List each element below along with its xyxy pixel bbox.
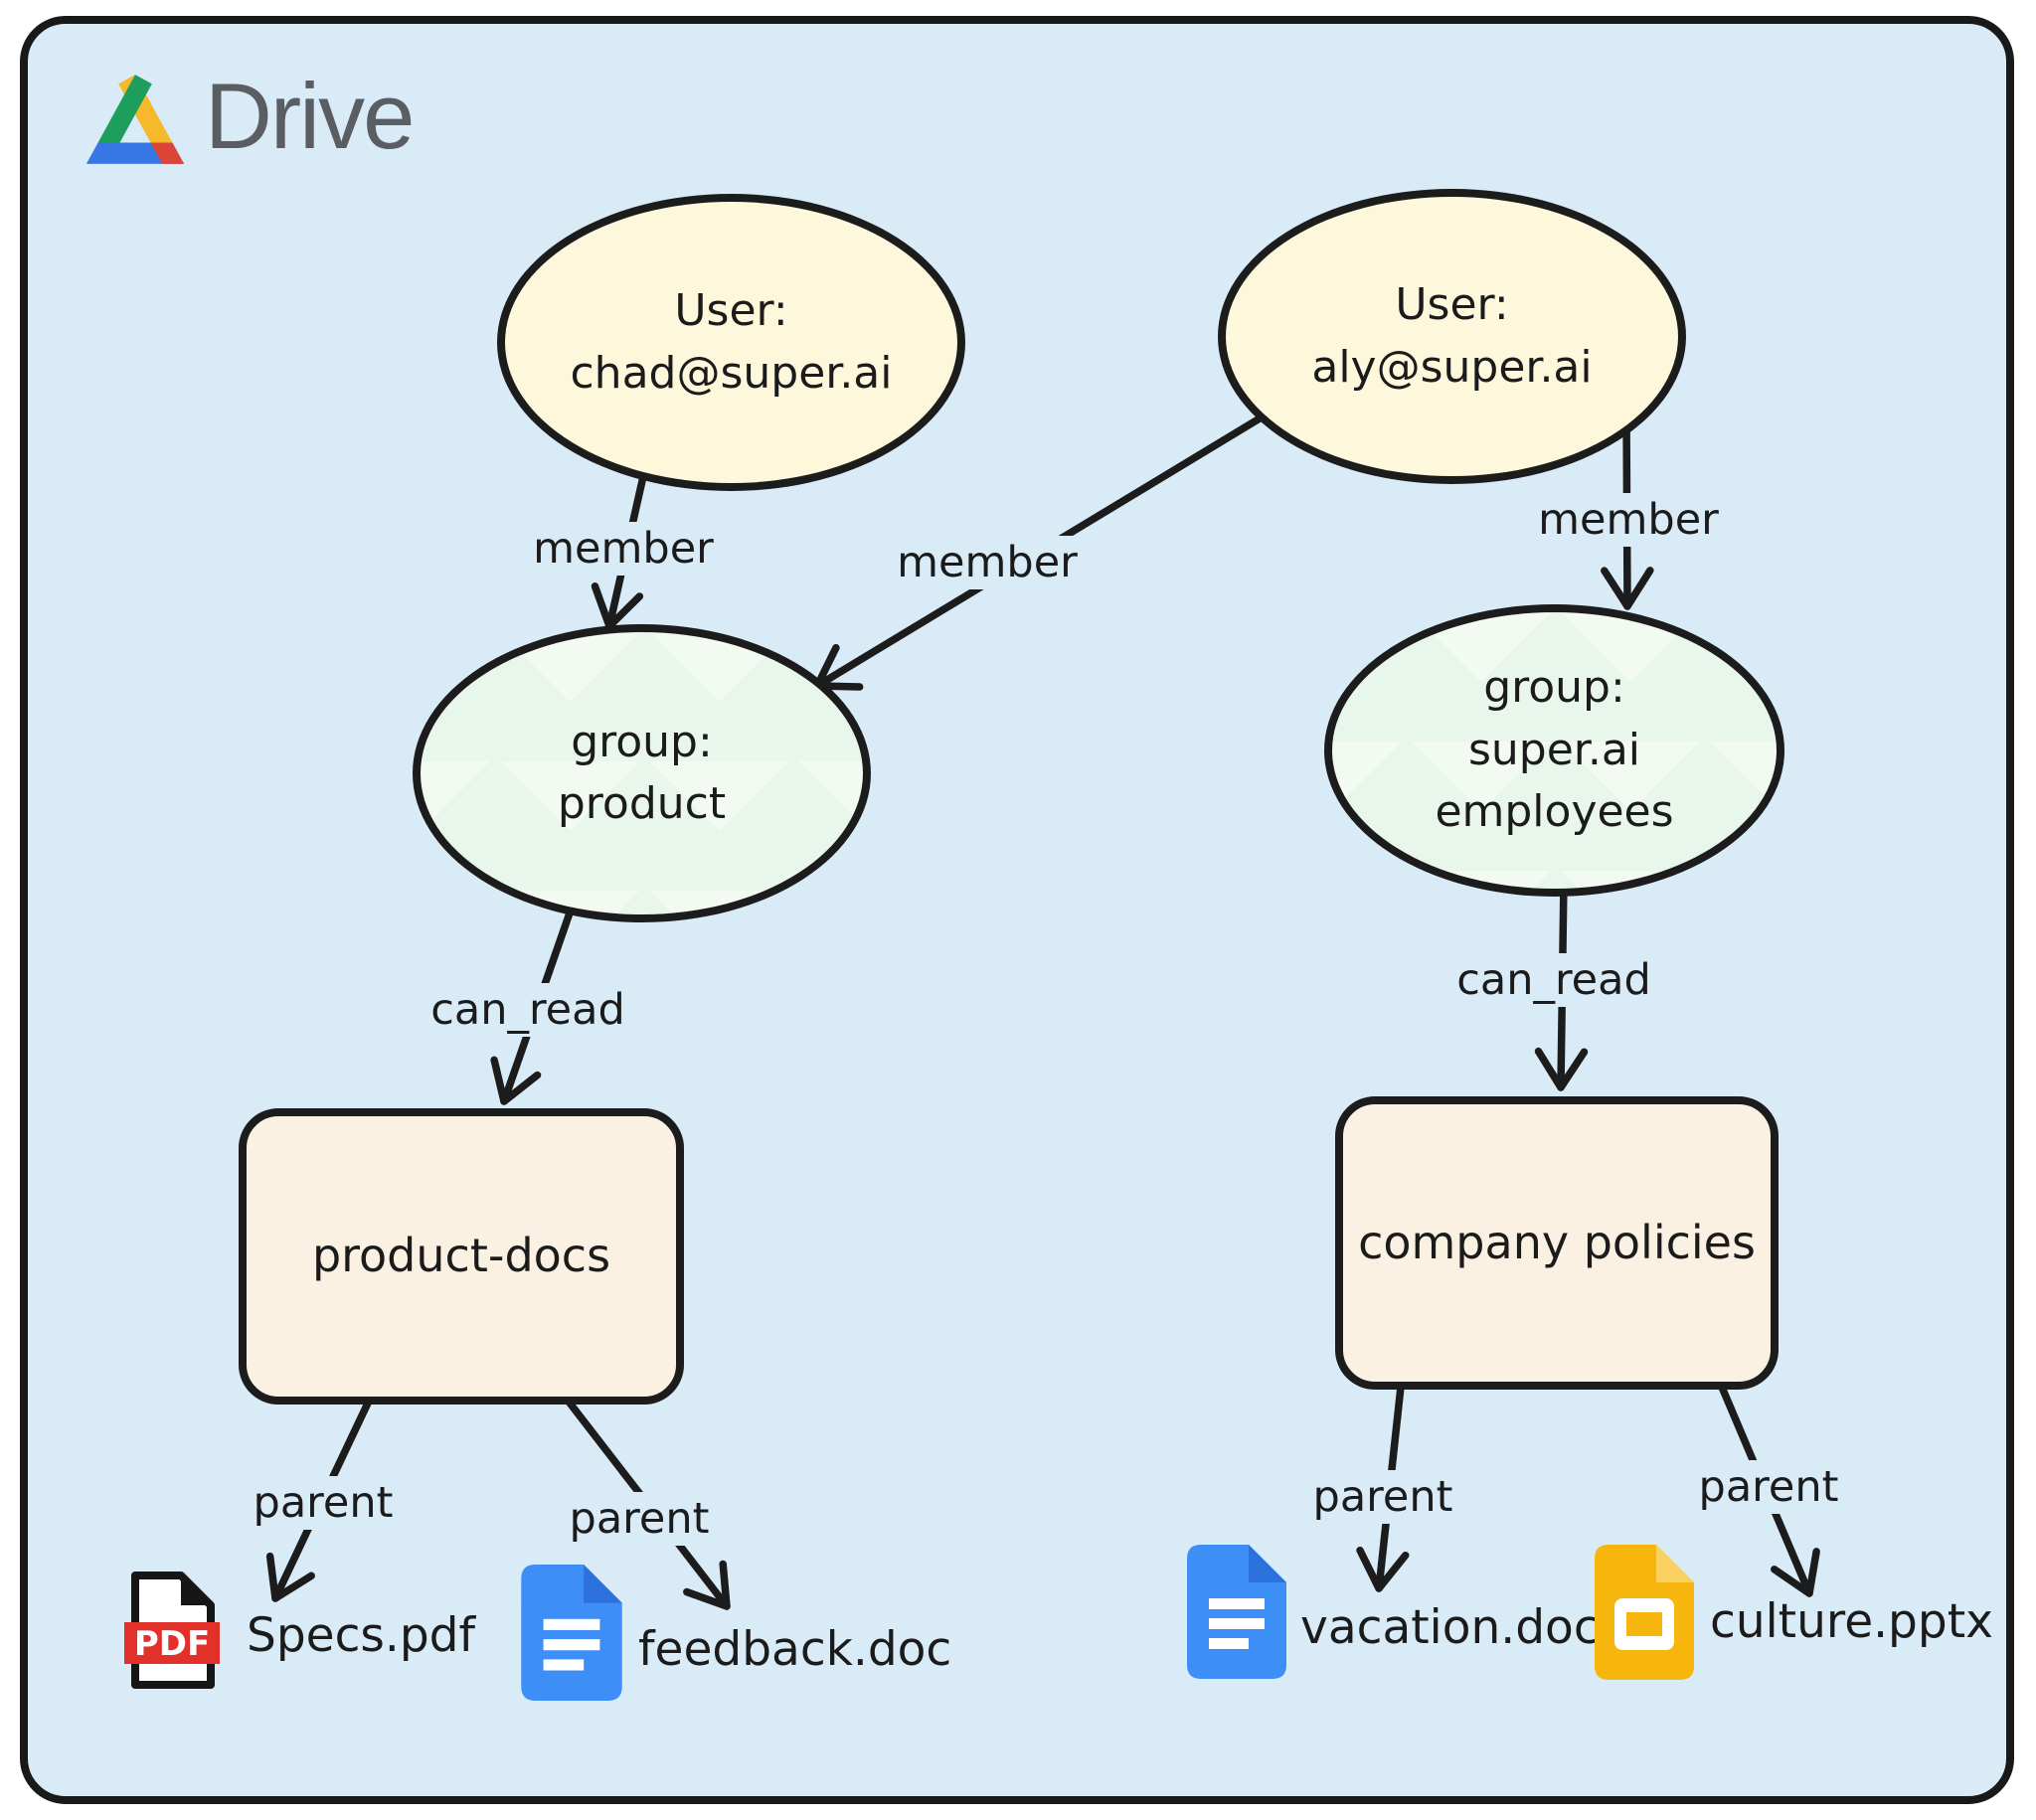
edge-label-parent: parent [1300, 1470, 1465, 1524]
node-group-product[interactable]: group: product [413, 624, 871, 922]
node-label-line: chad@super.ai [570, 347, 893, 399]
node-label-line: group: [571, 716, 713, 767]
edge-label-parent: parent [241, 1476, 406, 1530]
node-user-chad[interactable]: User: chad@super.ai [497, 194, 965, 491]
node-label-line: group: [1483, 662, 1625, 714]
file-feedback-doc[interactable] [519, 1563, 624, 1707]
google-drive-icon [85, 75, 185, 164]
node-folder-company-policies[interactable]: company policies [1335, 1096, 1779, 1390]
edge-label-parent: parent [557, 1492, 722, 1546]
google-docs-icon [1187, 1545, 1286, 1679]
node-label-line: super.ai [1467, 724, 1641, 775]
file-specs-pdf[interactable]: PDF [121, 1571, 223, 1694]
file-culture-pptx[interactable] [1593, 1543, 1696, 1686]
edge-label-can-read: can_read [419, 983, 637, 1037]
drive-wordmark: Drive [205, 64, 415, 168]
node-label-line: product-docs [311, 1229, 611, 1283]
edge-label-member: member [521, 522, 726, 576]
drive-logo: Drive [82, 64, 415, 169]
file-label: culture.pptx [1710, 1594, 1993, 1649]
file-label: vacation.doc [1300, 1600, 1600, 1655]
node-label-line: product [557, 778, 727, 829]
google-slides-icon [1595, 1545, 1694, 1680]
node-folder-product-docs[interactable]: product-docs [239, 1108, 684, 1405]
node-label-line: company policies [1358, 1215, 1756, 1269]
file-label: feedback.doc [638, 1622, 952, 1677]
node-label-line: employees [1435, 786, 1674, 838]
node-label-line: aly@super.ai [1311, 341, 1593, 393]
edge-label-parent: parent [1686, 1460, 1851, 1514]
google-docs-icon [521, 1565, 622, 1701]
edge-label-can-read: can_read [1444, 953, 1663, 1007]
pdf-file-icon: PDF [124, 1572, 220, 1689]
edge-label-member: member [885, 536, 1090, 589]
node-group-employees[interactable]: group: super.ai employees [1324, 604, 1784, 897]
file-label: Specs.pdf [247, 1608, 476, 1663]
node-user-aly[interactable]: User: aly@super.ai [1218, 189, 1686, 484]
file-vacation-doc[interactable] [1185, 1543, 1288, 1685]
pdf-badge: PDF [134, 1624, 210, 1664]
edge-label-member: member [1526, 493, 1731, 547]
node-label-line: User: [1395, 279, 1509, 331]
node-label-line: User: [674, 285, 788, 337]
